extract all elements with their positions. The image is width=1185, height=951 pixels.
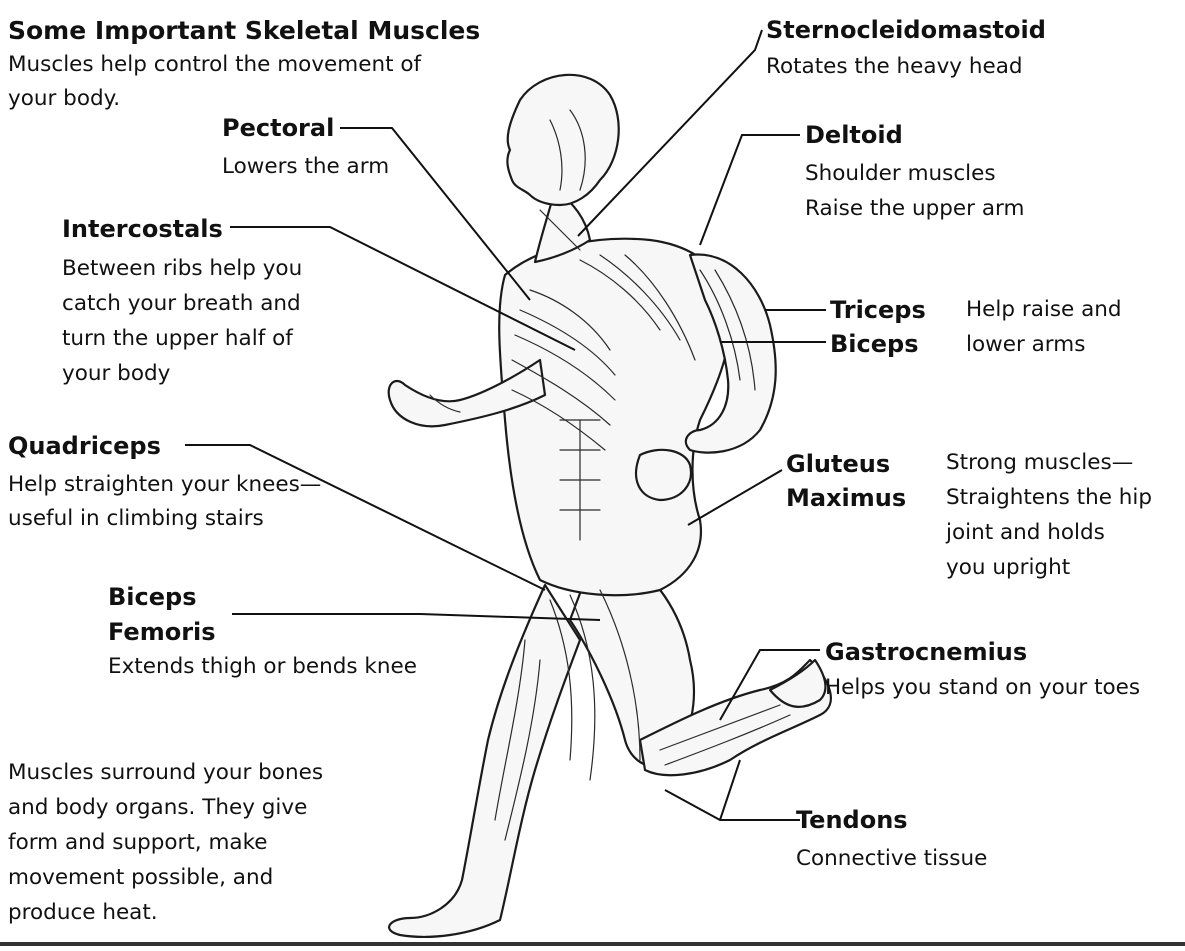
biceps-femoris-label-line1: Biceps — [108, 585, 197, 609]
pectoral-desc: Lowers the arm — [222, 156, 389, 178]
quadriceps-label: Quadriceps — [8, 434, 161, 458]
paragraph-line5: produce heat. — [8, 902, 158, 924]
paragraph-line2: and body organs. They give — [8, 797, 307, 819]
quadriceps-desc-line2: useful in climbing stairs — [8, 508, 264, 530]
diagram-title: Some Important Skeletal Muscles — [8, 18, 480, 43]
sternocleidomastoid-desc: Rotates the heavy head — [766, 56, 1023, 78]
gluteus-desc-line3: joint and holds — [946, 522, 1105, 544]
gluteus-desc-line2: Straightens the hip — [946, 487, 1152, 509]
paragraph-line4: movement possible, and — [8, 867, 273, 889]
pectoral-label: Pectoral — [222, 116, 334, 140]
arms-desc-line1: Help raise and — [966, 299, 1122, 321]
diagram-subtitle-line2: your body. — [8, 88, 120, 110]
deltoid-desc-line1: Shoulder muscles — [805, 163, 996, 185]
gastrocnemius-desc: Helps you stand on your toes — [825, 677, 1140, 699]
quadriceps-desc-line1: Help straighten your knees— — [8, 474, 321, 496]
biceps-femoris-desc: Extends thigh or bends knee — [108, 656, 417, 678]
gastrocnemius-label: Gastrocnemius — [825, 640, 1027, 664]
runner-figure — [389, 75, 831, 937]
intercostals-desc-line3: turn the upper half of — [62, 328, 293, 350]
tendons-label: Tendons — [796, 808, 908, 832]
gluteus-label-line1: Gluteus — [786, 452, 890, 476]
paragraph-line1: Muscles surround your bones — [8, 762, 323, 784]
triceps-label: Triceps — [830, 298, 926, 322]
intercostals-desc-line1: Between ribs help you — [62, 258, 302, 280]
gluteus-label-line2: Maximus — [786, 486, 906, 510]
deltoid-desc-line2: Raise the upper arm — [805, 198, 1024, 220]
intercostals-label: Intercostals — [62, 217, 223, 241]
paragraph-line3: form and support, make — [8, 832, 268, 854]
biceps-femoris-label-line2: Femoris — [108, 620, 216, 644]
arms-desc-line2: lower arms — [966, 334, 1085, 356]
gluteus-desc-line4: you upright — [946, 557, 1070, 579]
biceps-label: Biceps — [830, 332, 919, 356]
tendons-desc: Connective tissue — [796, 848, 987, 870]
sternocleidomastoid-label: Sternocleidomastoid — [766, 18, 1046, 42]
gluteus-desc-line1: Strong muscles— — [946, 452, 1133, 474]
deltoid-label: Deltoid — [805, 123, 903, 147]
intercostals-desc-line4: your body — [62, 363, 170, 385]
diagram-subtitle-line1: Muscles help control the movement of — [8, 54, 421, 76]
intercostals-desc-line2: catch your breath and — [62, 293, 301, 315]
